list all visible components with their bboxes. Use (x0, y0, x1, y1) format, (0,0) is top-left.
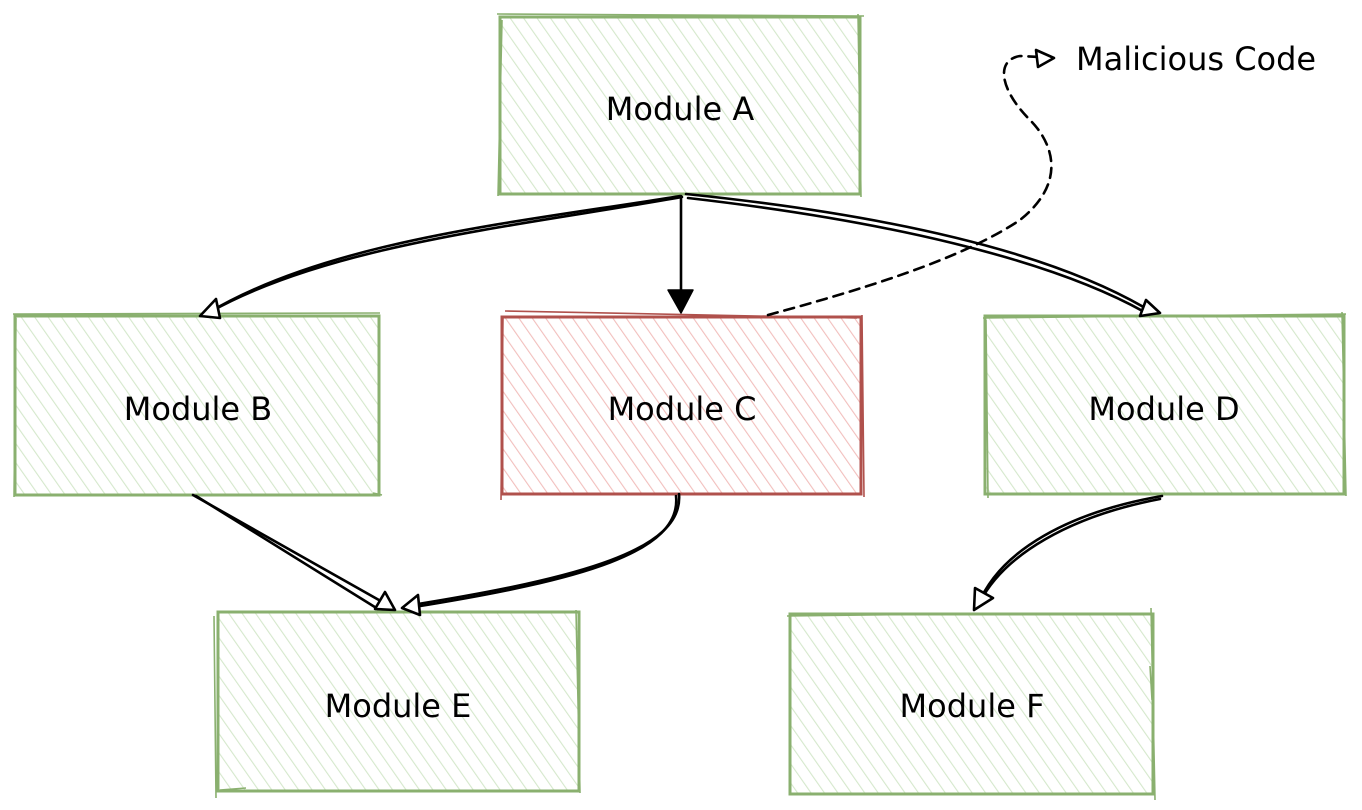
arrowhead-hollow-icon (1034, 48, 1056, 69)
edge-b-to-e (191, 493, 397, 612)
edge-a-to-b (198, 194, 684, 320)
module-d-node[interactable]: Module D (982, 311, 1347, 499)
edge-a-to-d (684, 192, 1162, 318)
module-f-node[interactable]: Module F (786, 607, 1156, 801)
arrowhead-hollow-icon (400, 593, 422, 617)
edge-a-to-c (667, 194, 694, 314)
module-e-label: Module E (325, 687, 472, 725)
arrowhead-hollow-icon (1138, 298, 1162, 318)
module-c-node[interactable]: Module C (500, 310, 865, 501)
module-d-label: Module D (1088, 390, 1239, 428)
module-c-label: Module C (608, 390, 757, 428)
malicious-code-label: Malicious Code (1076, 40, 1316, 78)
module-a-label: Module A (606, 90, 755, 128)
module-f-label: Module F (900, 687, 1045, 725)
module-b-node[interactable]: Module B (12, 312, 383, 498)
edge-c-to-malicious-code (766, 48, 1056, 317)
edge-d-to-f (972, 494, 1164, 612)
arrowhead-filled-icon (667, 289, 694, 314)
arrowhead-hollow-icon (972, 586, 995, 612)
edge-c-to-e (400, 492, 681, 617)
module-b-label: Module B (124, 390, 272, 428)
module-a-node[interactable]: Module A (496, 13, 865, 198)
arrowhead-hollow-icon (198, 297, 222, 320)
arrowhead-hollow-icon (373, 590, 397, 612)
module-e-node[interactable]: Module E (213, 609, 581, 799)
